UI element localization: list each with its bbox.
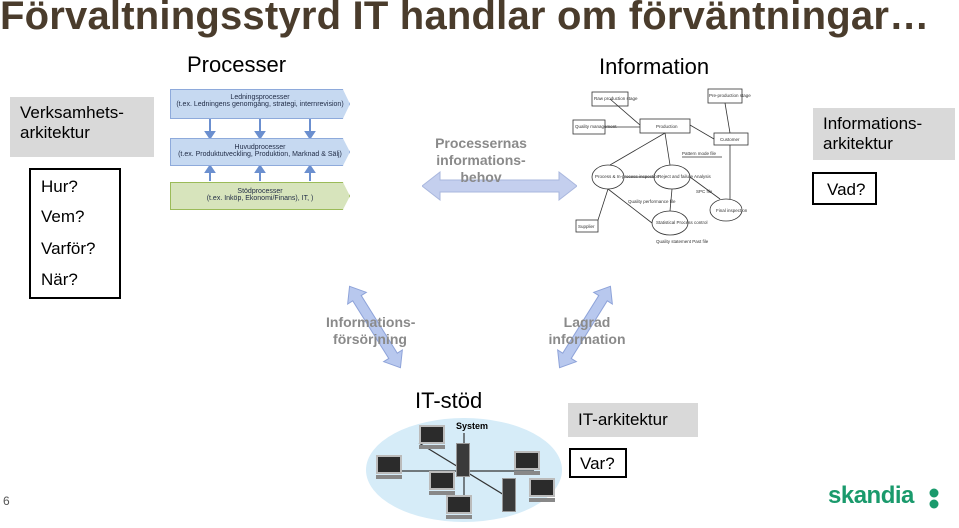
flow-label-qp-file: Quality performance file (628, 199, 676, 204)
main-process-title: Huvudprocesser (171, 144, 349, 151)
computer-icon (529, 478, 555, 502)
flow-label-supplier: Supplier (578, 224, 595, 229)
flow-label-spc-file: SPC file (696, 189, 713, 194)
information-need-label: Processernas informations- behov (426, 135, 536, 186)
flow-label-pre: Pre-production stage (709, 93, 751, 98)
system-label: System (456, 421, 488, 431)
process-up-arrows (170, 166, 355, 182)
logo-dots-icon (928, 488, 942, 510)
computer-icon (446, 495, 472, 519)
computer-icon (514, 451, 540, 475)
computer-icon (376, 455, 402, 479)
processes-heading: Processer (187, 52, 286, 78)
it-architecture-box: IT-arkitektur (568, 403, 698, 437)
information-flow-diagram: Raw production stage Pre-production stag… (570, 85, 770, 250)
question-when: När? (41, 270, 78, 290)
what-question-box: Vad? (812, 172, 877, 205)
server-icon (456, 443, 470, 477)
support-process-title: Stödprocesser (171, 188, 349, 195)
management-process-subtitle: (t.ex. Ledningens genomgång, strategi, i… (171, 101, 349, 108)
information-heading: Information (599, 54, 709, 80)
it-support-heading: IT-stöd (415, 388, 482, 414)
slide-title: Förvaltningsstyrd IT handlar om förväntn… (0, 0, 929, 39)
business-architecture-box: Verksamhets- arkitektur (10, 97, 154, 157)
process-map: Ledningsprocesser (t.ex. Ledningens geno… (170, 85, 355, 215)
server-icon (502, 478, 516, 512)
support-process-subtitle: (t.ex. Inköp, Ekonomi/Finans), IT, ) (171, 195, 349, 202)
page-number: 6 (3, 494, 10, 508)
flow-label-customer: Customer (720, 137, 740, 142)
management-process-box: Ledningsprocesser (t.ex. Ledningens geno… (170, 89, 350, 119)
main-process-box: Huvudprocesser (t.ex. Produktutveckling,… (170, 138, 350, 166)
flow-label-past-file: Quality statement Past file (656, 239, 709, 244)
support-process-box: Stödprocesser (t.ex. Inköp, Ekonomi/Fina… (170, 182, 350, 210)
flow-label-production: Production (656, 124, 678, 129)
flow-label-inspection: Process & In-process inspection (595, 174, 660, 179)
where-question-box: Var? (569, 448, 627, 478)
process-down-arrows (170, 119, 355, 139)
question-who: Vem? (41, 207, 84, 227)
computer-icon (419, 425, 445, 449)
question-why: Varför? (41, 239, 96, 259)
stored-information-label: Lagrad information (543, 314, 631, 348)
skandia-logo: skandia (828, 482, 914, 510)
flow-label-raw: Raw production stage (594, 96, 638, 101)
flow-label-final: Final inspection (716, 208, 748, 213)
information-supply-label: Informations- försörjning (326, 314, 414, 348)
computer-icon (429, 471, 455, 495)
flow-label-spc: Statistical Process control (656, 220, 708, 225)
information-architecture-box: Informations- arkitektur (813, 108, 955, 160)
question-how: Hur? (41, 177, 78, 197)
flow-label-reject: Reject and failure Analysis (658, 174, 712, 179)
business-questions-box: Hur? Vem? Varför? När? (29, 168, 121, 299)
management-process-title: Ledningsprocesser (171, 94, 349, 101)
main-process-subtitle: (t.ex. Produktutveckling, Produktion, Ma… (171, 151, 349, 158)
network-illustration: System (364, 413, 564, 523)
flow-label-qm: Quality management (575, 124, 617, 129)
logo-text: skandia (828, 482, 914, 509)
flow-label-pattern: Pattern mode file (682, 151, 717, 156)
